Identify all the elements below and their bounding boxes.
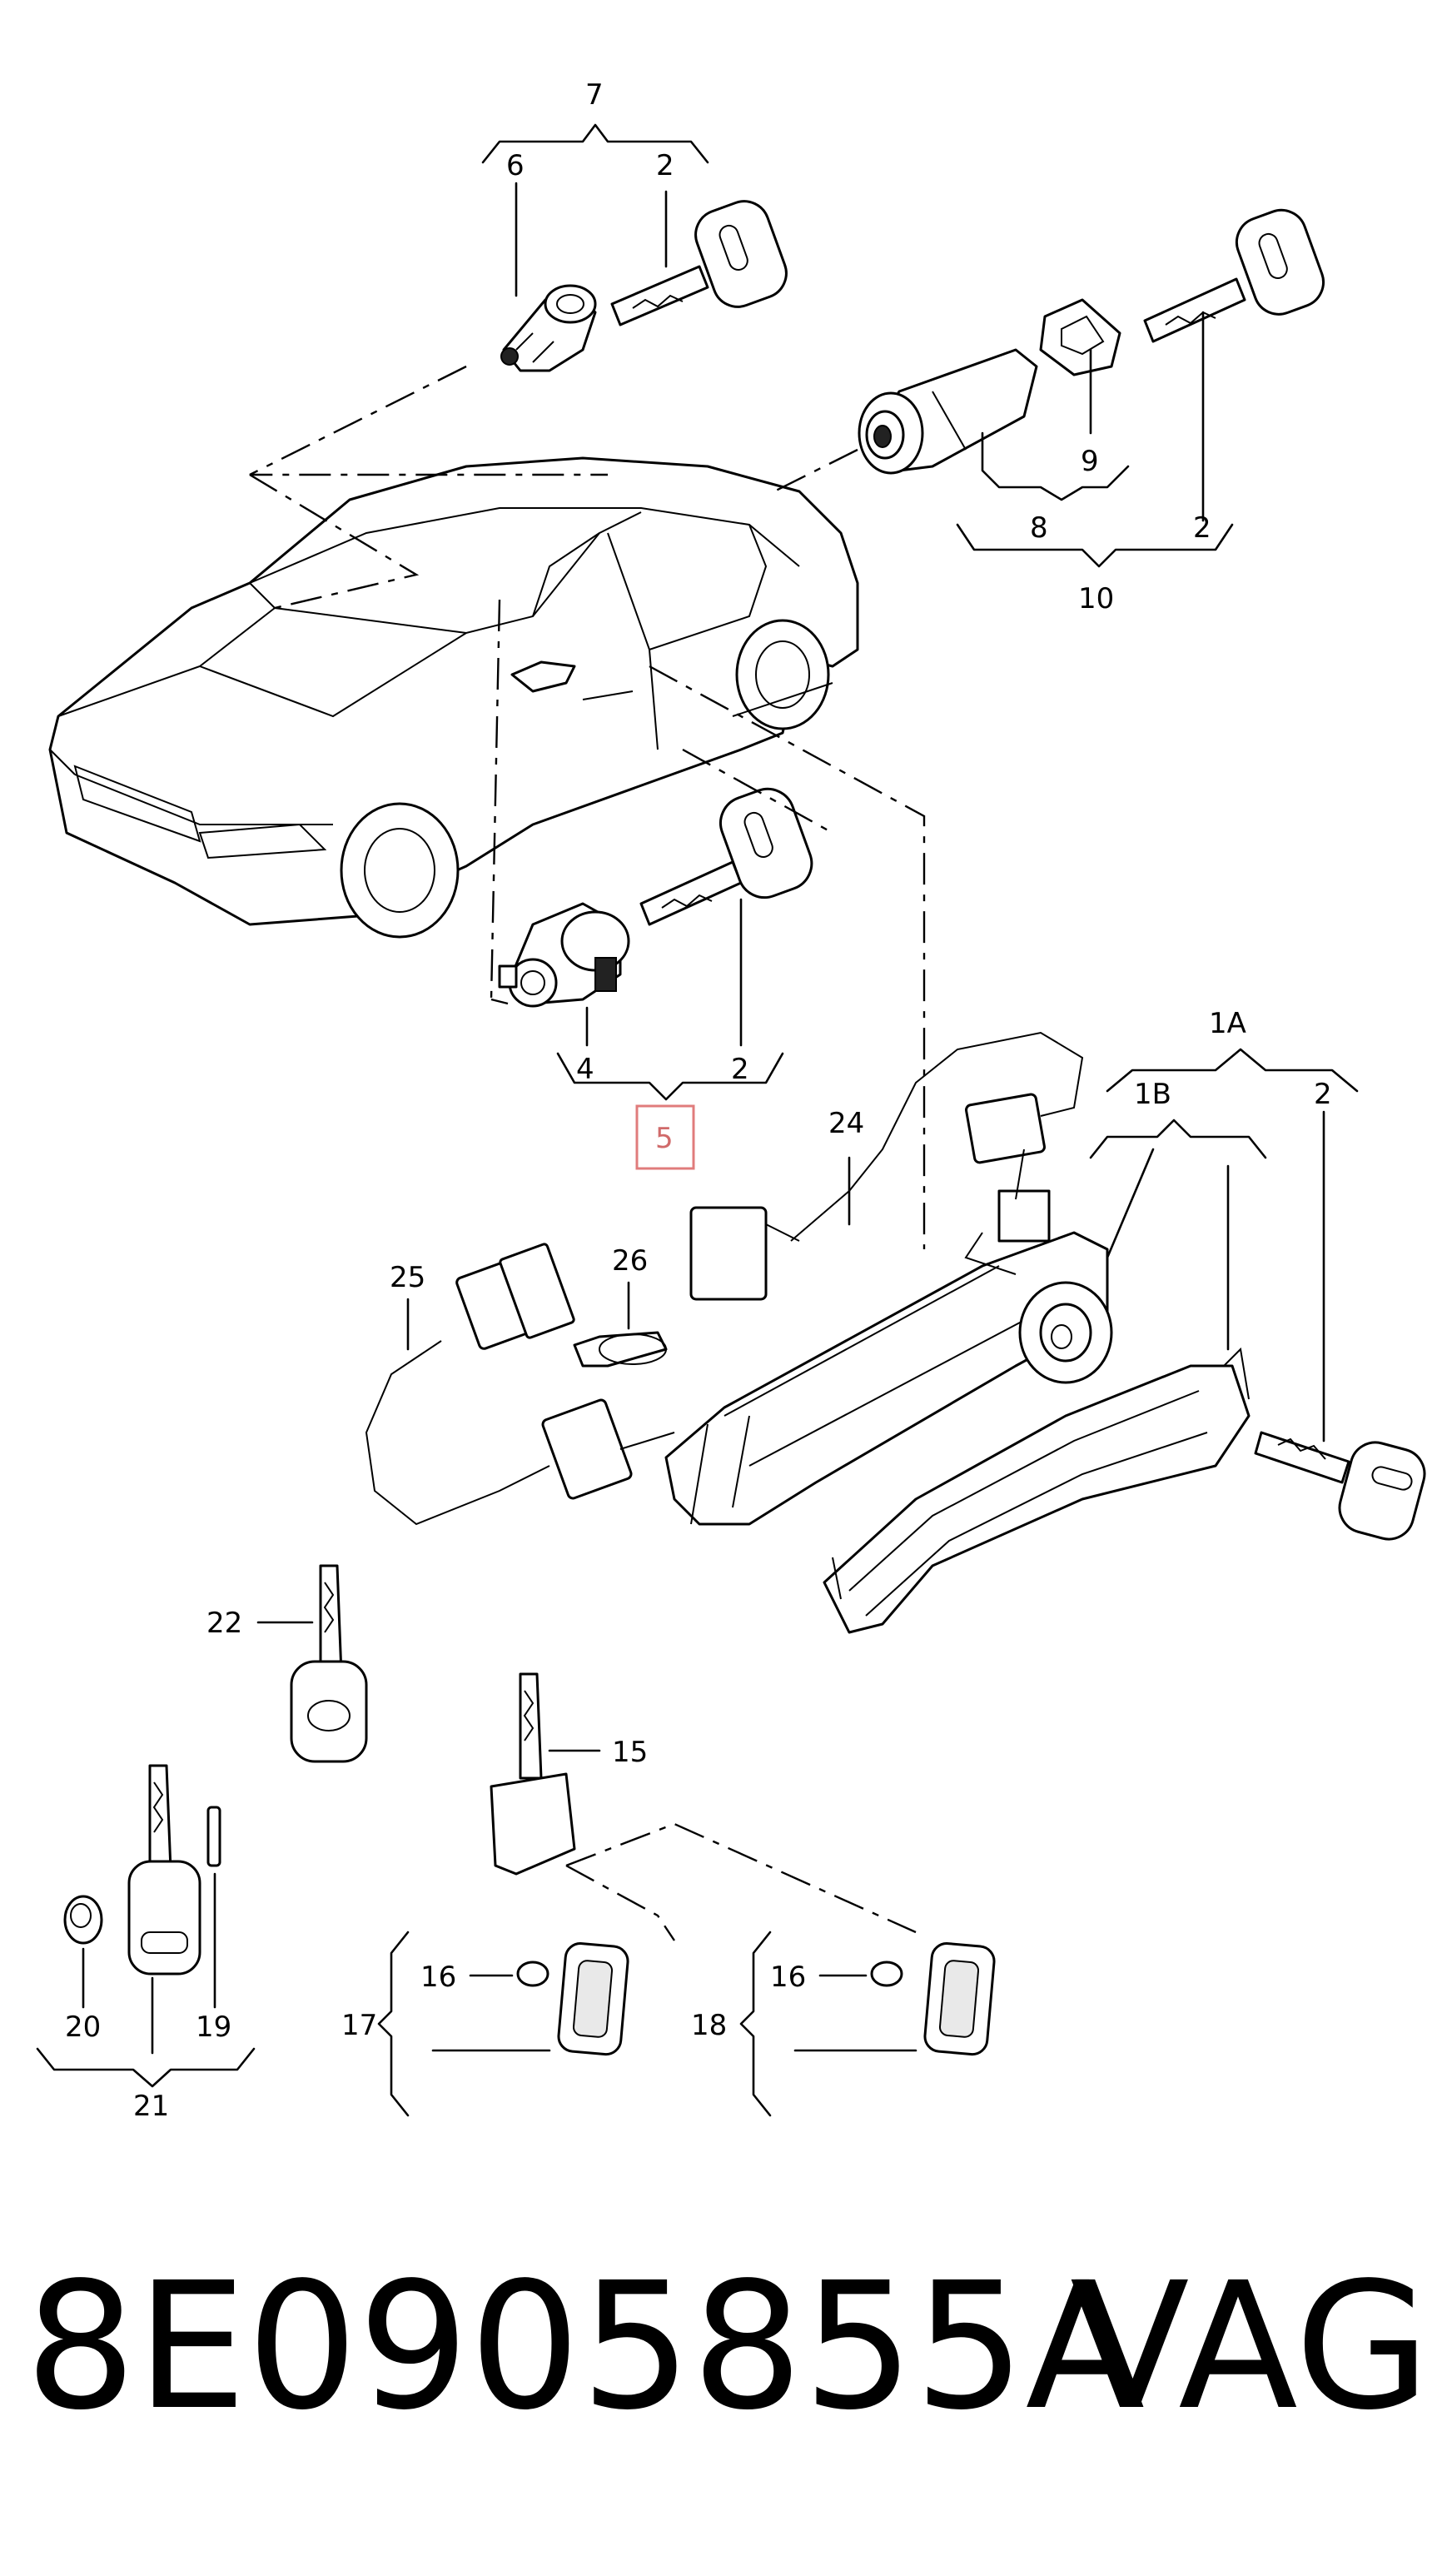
key-2-handle (1254, 1431, 1426, 1541)
callout-8: 8 (1030, 511, 1048, 545)
callout-1B: 1B (1134, 1078, 1171, 1111)
callout-16a: 16 (420, 1961, 456, 1994)
remote-18 (870, 1942, 996, 2056)
callout-17: 17 (341, 2009, 377, 2042)
key-2-middle (639, 787, 813, 926)
cable-tie-26 (573, 1331, 668, 1368)
lock-cylinder-6 (500, 284, 597, 372)
leader-lines (36, 123, 1359, 2117)
key-22 (290, 1564, 368, 1763)
callout-2-middle: 2 (731, 1053, 749, 1086)
callout-7: 7 (585, 78, 604, 112)
callout-2-handle: 2 (1314, 1078, 1332, 1111)
car-illustration (48, 456, 859, 939)
door-handle-1A (823, 1347, 1251, 1634)
callout-26: 26 (612, 1244, 648, 1278)
assembly-dash-lines (249, 365, 926, 1941)
callout-labels: 7 6 2 9 8 2 10 4 2 5 1A 1B 2 24 25 26 22… (65, 78, 1332, 2123)
callout-24: 24 (828, 1107, 864, 1140)
lock-cylinder-8 (858, 348, 1038, 475)
callout-1A: 1A (1209, 1007, 1246, 1040)
callout-21: 21 (133, 2090, 169, 2123)
key-2-top (610, 200, 788, 326)
wiring-harness-25 (365, 1243, 675, 1526)
callout-2-top: 2 (656, 149, 674, 182)
remote-17 (516, 1942, 629, 2056)
key-2-right (1143, 208, 1325, 343)
callout-25: 25 (390, 1261, 425, 1294)
callout-6: 6 (506, 149, 525, 182)
callout-20: 20 (65, 2010, 101, 2044)
callout-2-right: 2 (1193, 511, 1211, 545)
callout-22: 22 (206, 1607, 242, 1640)
brand-name: VAG (1070, 2245, 1430, 2449)
callout-10: 10 (1078, 582, 1114, 615)
callout-18: 18 (691, 2009, 727, 2042)
battery-20 (63, 1895, 103, 1945)
callout-15: 15 (612, 1736, 648, 1769)
callout-16b: 16 (770, 1961, 806, 1994)
lock-cylinder-4 (498, 902, 630, 1008)
highlight-box-5 (635, 1104, 695, 1170)
callout-5: 5 (655, 1122, 674, 1155)
gasket-9 (1039, 298, 1121, 376)
part-number: 8E0905855A (25, 2245, 1145, 2449)
key-21 (127, 1764, 201, 1976)
callout-9: 9 (1081, 445, 1099, 478)
pin-19 (206, 1806, 221, 1867)
key-15 (490, 1672, 576, 1876)
door-handle-carrier-1B (664, 1189, 1113, 1526)
callout-4: 4 (576, 1053, 594, 1086)
wiring-harness-24 (689, 1031, 1084, 1301)
callout-19: 19 (196, 2010, 231, 2044)
